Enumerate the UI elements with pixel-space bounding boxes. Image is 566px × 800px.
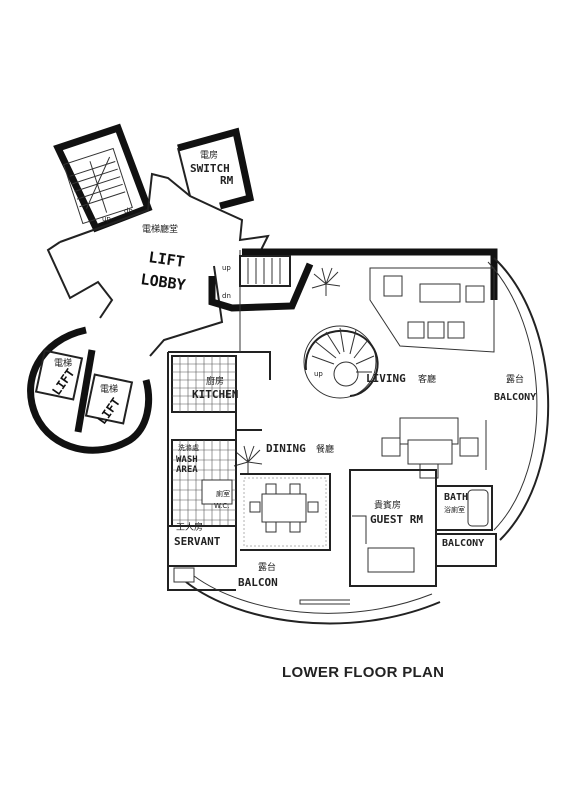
spiral-staircase: up bbox=[303, 325, 379, 399]
wc-en-label: W.C. bbox=[214, 502, 229, 510]
lift-1-en-label: LIFT bbox=[49, 366, 77, 398]
plan-title: LOWER FLOOR PLAN bbox=[282, 664, 445, 681]
wash-area-en-label: WASH bbox=[176, 455, 198, 465]
stair-up-label: up bbox=[102, 215, 111, 223]
lift-lobby-en-label: LIFT bbox=[147, 248, 185, 271]
lift-lobby-en-label-2: LOBBY bbox=[139, 270, 186, 294]
wash-area-en-label-2: AREA bbox=[176, 465, 198, 475]
small-balcony-en-label: BALCONY bbox=[442, 538, 484, 549]
guest-rm-en-label: GUEST RM bbox=[370, 513, 423, 526]
east-balcony-zh-label: 露台 bbox=[506, 373, 524, 385]
switch-room-en-label: SWITCH bbox=[190, 162, 230, 175]
living-en-label: LIVING bbox=[366, 372, 406, 385]
dining-en-label: DINING bbox=[266, 442, 306, 455]
internal-stair: up dn bbox=[222, 255, 291, 300]
switch-room: 電房 SWITCH RM bbox=[177, 127, 255, 210]
apartment-outline bbox=[167, 248, 550, 625]
lift-lobby: 電梯廳堂 LIFT LOBBY bbox=[46, 172, 270, 357]
east-balcony-en-label: BALCONY bbox=[494, 392, 536, 403]
dining-area bbox=[240, 473, 331, 551]
plant-icons bbox=[233, 267, 341, 474]
stair-wing: up dn bbox=[53, 123, 153, 233]
servant-room bbox=[168, 525, 237, 583]
servant-zh-label: 工人房 bbox=[176, 521, 203, 533]
bath-en-label: BATH bbox=[444, 492, 468, 503]
dining-zh-label: 餐廳 bbox=[316, 443, 334, 455]
switch-room-zh-label: 電房 bbox=[200, 149, 218, 161]
internal-stair-dn-label: dn bbox=[222, 292, 231, 300]
wc-zh-label: 廁室 bbox=[216, 489, 230, 498]
stair-dn-label: dn bbox=[124, 207, 133, 215]
living-zh-label: 客廳 bbox=[418, 373, 436, 385]
switch-room-en-label-2: RM bbox=[220, 174, 234, 187]
kitchen-wash bbox=[171, 355, 262, 527]
south-balcony-zh-label: 露台 bbox=[258, 561, 276, 573]
spiral-up-label: up bbox=[314, 370, 323, 378]
kitchen-en-label: KITCHEN bbox=[192, 388, 238, 401]
lift-2-zh-label: 電梯 bbox=[100, 383, 118, 395]
small-balcony bbox=[436, 533, 497, 567]
servant-en-label: SERVANT bbox=[174, 535, 221, 548]
guest-room bbox=[299, 469, 437, 605]
wash-area-zh-label: 洗滌處 bbox=[178, 443, 199, 452]
living-furniture bbox=[369, 267, 495, 479]
lift-lobby-zh-label: 電梯廳堂 bbox=[142, 223, 178, 235]
bath-room bbox=[436, 485, 493, 531]
kitchen-zh-label: 廚房 bbox=[206, 375, 224, 387]
guest-rm-zh-label: 貴賓房 bbox=[374, 499, 401, 511]
internal-stair-up-label: up bbox=[222, 264, 231, 272]
lift-1-zh-label: 電梯 bbox=[54, 357, 72, 369]
south-balcony-en-label: BALCON bbox=[238, 576, 278, 589]
bath-zh-label: 浴廁室 bbox=[444, 505, 465, 514]
lift-pod: 電梯 LIFT 電梯 LIFT bbox=[27, 326, 153, 454]
